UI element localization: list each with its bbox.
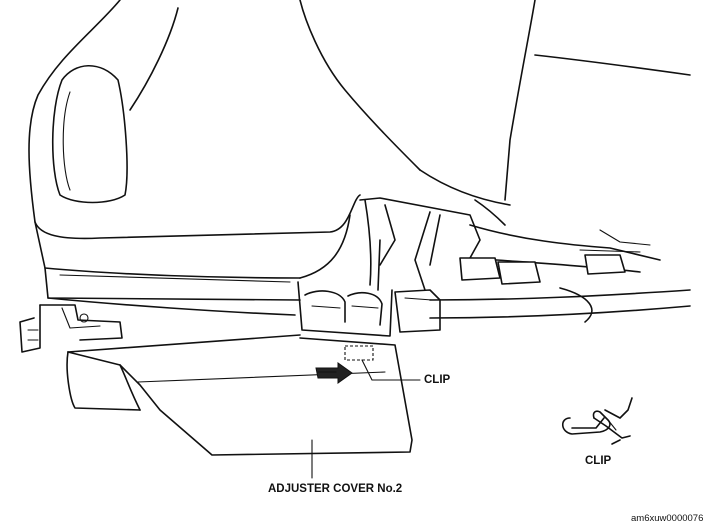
- clip-detail-label: CLIP: [585, 455, 612, 467]
- seat-cushion-frame: [34, 214, 351, 316]
- seat-backrest: [28, 0, 691, 240]
- clip-callout-leader: [361, 359, 421, 381]
- adjuster-cover-label: ADJUSTER COVER No.2: [268, 483, 403, 495]
- clip-location-dashed-box: [344, 345, 374, 361]
- left-bracket: [19, 304, 123, 353]
- seat-rail-mechanism: [359, 197, 691, 323]
- clip-callout-label: CLIP: [424, 374, 451, 386]
- direction-arrow-icon: [315, 362, 353, 384]
- clip-detail-illustration: [561, 397, 633, 445]
- center-clip-assembly: [297, 199, 441, 337]
- figure-code: am6xuw0000076: [631, 513, 704, 524]
- adjuster-cover-no2: [66, 334, 413, 456]
